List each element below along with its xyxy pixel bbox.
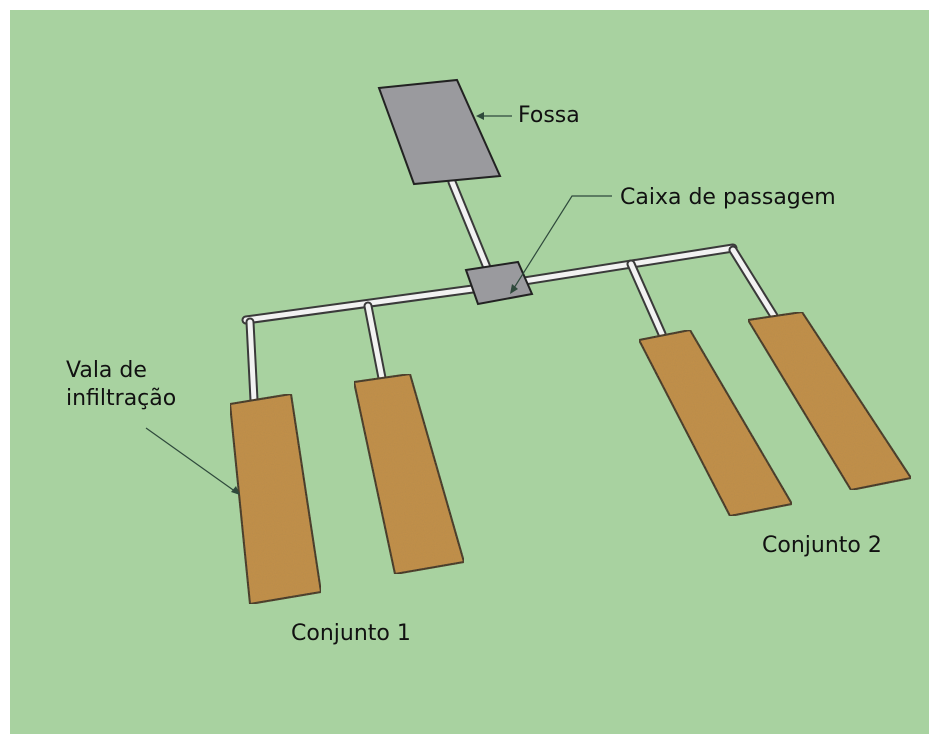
leader-lines: [145, 112, 612, 495]
trench-conjunto1-a: [228, 392, 323, 606]
trench-conjunto1-b: [352, 372, 466, 576]
leader-caixa: [513, 195, 612, 289]
fossa-tank: [377, 78, 502, 186]
label-caixa-de-passagem: Caixa de passagem: [620, 185, 836, 210]
trench-conjunto2-b: [746, 310, 913, 492]
label-conjunto-2: Conjunto 2: [762, 533, 882, 558]
leader-vala-arrowhead: [231, 486, 240, 495]
label-vala-line1: Vala de: [66, 358, 147, 383]
trench-conjunto2-a: [637, 328, 794, 518]
branch-pipes: [245, 245, 779, 405]
caixa-de-passagem-box: [464, 260, 534, 306]
pipe-fossa-to-caixa: [447, 177, 493, 275]
leader-vala: [145, 427, 237, 493]
label-vala-line2: infiltração: [66, 386, 176, 411]
label-conjunto-1: Conjunto 1: [291, 621, 411, 646]
leader-fossa-arrowhead: [476, 112, 484, 120]
leader-caixa-arrowhead: [510, 284, 518, 294]
label-fossa: Fossa: [518, 103, 580, 128]
